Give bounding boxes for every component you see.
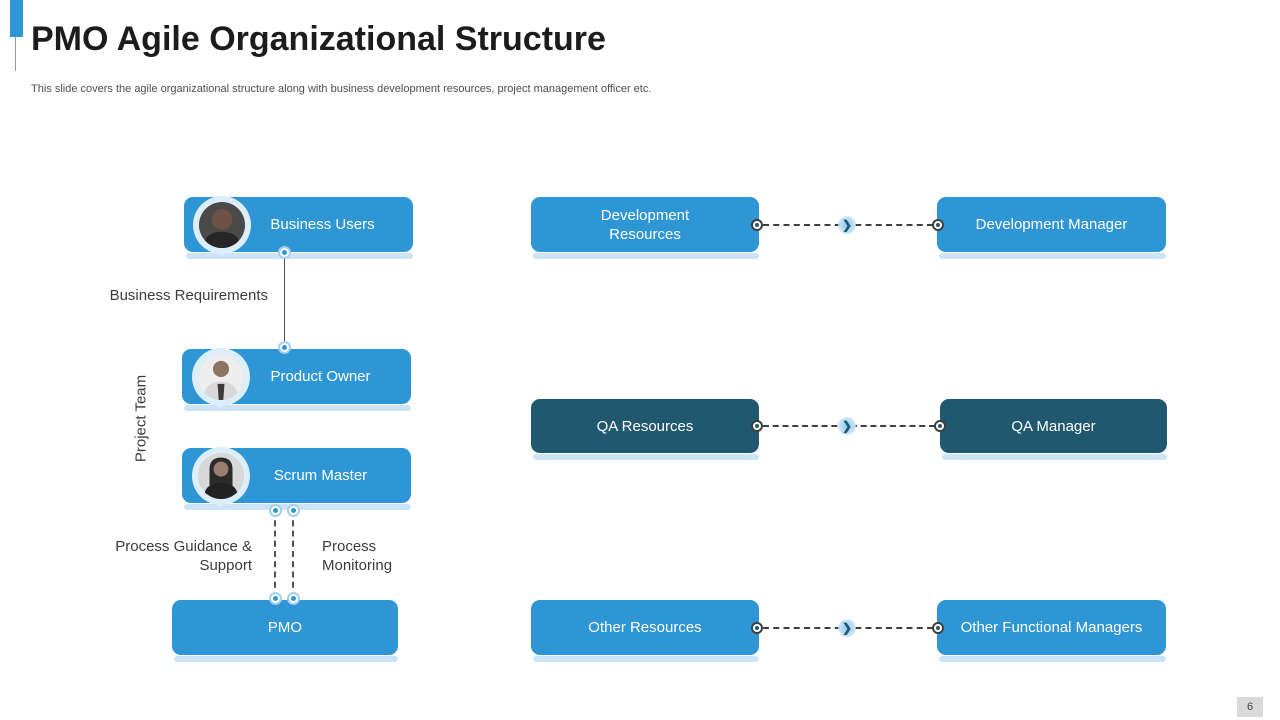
org-box-development-manager: Development Manager	[937, 197, 1166, 252]
connector-node	[932, 219, 944, 231]
connector-node	[269, 592, 282, 605]
project-team-group-label: Project Team	[132, 374, 150, 463]
box-shadow	[942, 454, 1167, 460]
org-box-label: QA Resources	[596, 417, 694, 435]
org-box-pmo: PMO	[172, 600, 398, 655]
box-shadow	[533, 454, 759, 460]
product-owner-photo-icon	[198, 354, 244, 400]
avatar-pin-ring	[193, 196, 251, 254]
avatar-pin-ring	[192, 348, 250, 406]
org-box-label: Business Users	[270, 216, 375, 233]
org-box-label: Other Functional Managers	[960, 619, 1143, 636]
org-box-qa-manager: QA Manager	[940, 399, 1167, 453]
org-box-development-resources: Development Resources	[531, 197, 759, 252]
page-number-badge: 6	[1237, 697, 1263, 717]
org-box-label: Product Owner	[270, 368, 371, 385]
connector-node	[287, 592, 300, 605]
box-shadow	[533, 656, 759, 662]
avatar-pin	[192, 447, 250, 508]
box-shadow	[939, 253, 1166, 259]
avatar-pin	[192, 348, 250, 409]
scrum-master-photo-icon	[198, 453, 244, 499]
org-box-other-functional-managers: Other Functional Managers	[937, 600, 1166, 655]
accent-bar	[10, 0, 23, 37]
edge-label-process-guidance-support: Process Guidance & Support	[115, 538, 252, 574]
connector-scrum-master-pmo-left	[274, 510, 276, 598]
business-users-photo-icon	[199, 202, 245, 248]
connector-node	[932, 622, 944, 634]
page-subtitle: This slide covers the agile organization…	[31, 83, 652, 95]
avatar-pin-ring	[192, 447, 250, 505]
connector-scrum-master-pmo-right	[292, 510, 294, 598]
connector-node	[934, 420, 946, 432]
edge-label-process-monitoring: Process Monitoring	[322, 538, 393, 574]
connector-node	[751, 219, 763, 231]
page-title: PMO Agile Organizational Structure	[31, 20, 606, 58]
box-shadow	[174, 656, 398, 662]
edge-label-business-requirements: Business Requirements	[109, 287, 268, 304]
org-box-label: QA Manager	[1011, 417, 1096, 435]
connector-business-users-product-owner	[284, 252, 285, 347]
box-shadow	[184, 405, 411, 411]
org-box-other-resources: Other Resources	[531, 600, 759, 655]
org-box-label: PMO	[267, 619, 303, 636]
connector-node	[278, 246, 291, 259]
connector-node	[287, 504, 300, 517]
chevron-right-icon: ❯	[838, 216, 856, 234]
avatar-pin	[193, 196, 251, 257]
box-shadow	[186, 253, 413, 259]
org-box-qa-resources: QA Resources	[531, 399, 759, 453]
connector-node	[278, 341, 291, 354]
org-box-label: Development Resources	[600, 206, 690, 243]
connector-node	[751, 622, 763, 634]
connector-node	[269, 504, 282, 517]
chevron-right-icon: ❯	[838, 417, 856, 435]
org-box-label: Scrum Master	[273, 467, 368, 484]
org-box-label: Development Manager	[975, 216, 1128, 233]
org-box-label: Other Resources	[588, 619, 702, 636]
connector-node	[751, 420, 763, 432]
box-shadow	[533, 253, 759, 259]
box-shadow	[939, 656, 1166, 662]
chevron-right-icon: ❯	[838, 619, 856, 637]
